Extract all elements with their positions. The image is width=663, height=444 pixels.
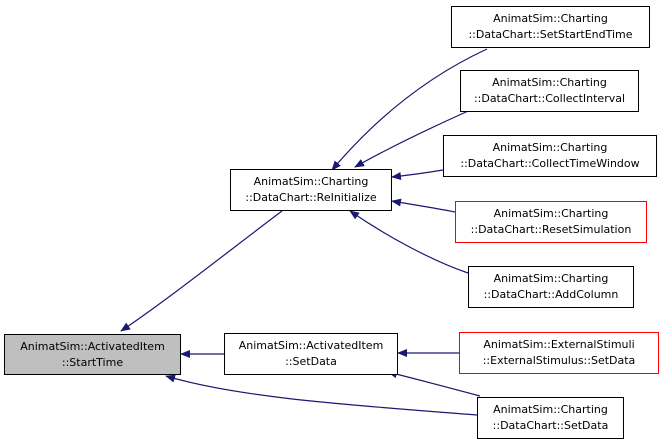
edge-datachart-setdata-to-activated-setdata	[387, 370, 481, 397]
node-addcolumn[interactable]: AnimatSim::Charting ::DataChart::AddColu…	[468, 266, 634, 308]
edge-collectinterval-to-reinitialize	[354, 107, 476, 168]
node-activated-setdata[interactable]: AnimatSim::ActivatedItem ::SetData	[224, 333, 398, 375]
node-starttime-line1: AnimatSim::ActivatedItem	[20, 339, 165, 353]
node-setstartendtime-line2: ::DataChart::SetStartEndTime	[468, 28, 633, 41]
node-reinitialize[interactable]: AnimatSim::Charting ::DataChart::ReIniti…	[230, 169, 392, 211]
node-datachart-setdata[interactable]: AnimatSim::Charting ::DataChart::SetData	[477, 397, 624, 439]
edge-resetsimulation-to-reinitialize	[391, 198, 456, 213]
node-collecttimewindow-line2: ::DataChart::CollectTimeWindow	[460, 157, 640, 170]
node-collectinterval-line2: ::DataChart::CollectInterval	[473, 92, 626, 105]
node-setstartendtime[interactable]: AnimatSim::Charting ::DataChart::SetStar…	[451, 6, 650, 48]
edge-addcolumn-to-reinitialize	[349, 210, 469, 274]
node-external-setdata-line2: ::ExternalStimulus::SetData	[482, 354, 636, 367]
node-external-setdata[interactable]: AnimatSim::ExternalStimuli ::ExternalSti…	[459, 332, 659, 374]
node-activated-setdata-line1: AnimatSim::ActivatedItem	[238, 339, 384, 352]
edge-datachart-setdata-to-starttime	[165, 374, 478, 416]
node-external-setdata-line1: AnimatSim::ExternalStimuli	[483, 338, 635, 351]
node-datachart-setdata-line1: AnimatSim::Charting	[493, 403, 608, 416]
node-resetsimulation-line1: AnimatSim::Charting	[493, 207, 609, 220]
node-resetsimulation[interactable]: AnimatSim::Charting ::DataChart::ResetSi…	[455, 201, 647, 243]
edge-reinitialize-to-starttime	[120, 210, 283, 332]
node-reinitialize-line2: ::DataChart::ReInitialize	[245, 191, 377, 204]
node-starttime[interactable]: AnimatSim::ActivatedItem ::StartTime	[4, 334, 181, 375]
node-collecttimewindow[interactable]: AnimatSim::Charting ::DataChart::Collect…	[443, 135, 657, 177]
node-datachart-setdata-line2: ::DataChart::SetData	[492, 419, 609, 432]
node-collectinterval-line1: AnimatSim::Charting	[492, 76, 607, 89]
edge-setstartendtime-to-reinitialize	[331, 48, 488, 171]
node-addcolumn-line1: AnimatSim::Charting	[493, 272, 609, 285]
node-starttime-line2: ::StartTime	[61, 355, 124, 369]
node-resetsimulation-line2: ::DataChart::ResetSimulation	[470, 223, 632, 236]
node-addcolumn-line2: ::DataChart::AddColumn	[483, 288, 619, 301]
node-activated-setdata-line2: ::SetData	[285, 355, 337, 368]
node-reinitialize-line1: AnimatSim::Charting	[253, 175, 369, 188]
edge-collecttimewindow-to-reinitialize	[391, 169, 444, 180]
node-setstartendtime-line1: AnimatSim::Charting	[493, 12, 608, 25]
node-collecttimewindow-line1: AnimatSim::Charting	[492, 141, 608, 154]
node-collectinterval[interactable]: AnimatSim::Charting ::DataChart::Collect…	[460, 70, 639, 112]
